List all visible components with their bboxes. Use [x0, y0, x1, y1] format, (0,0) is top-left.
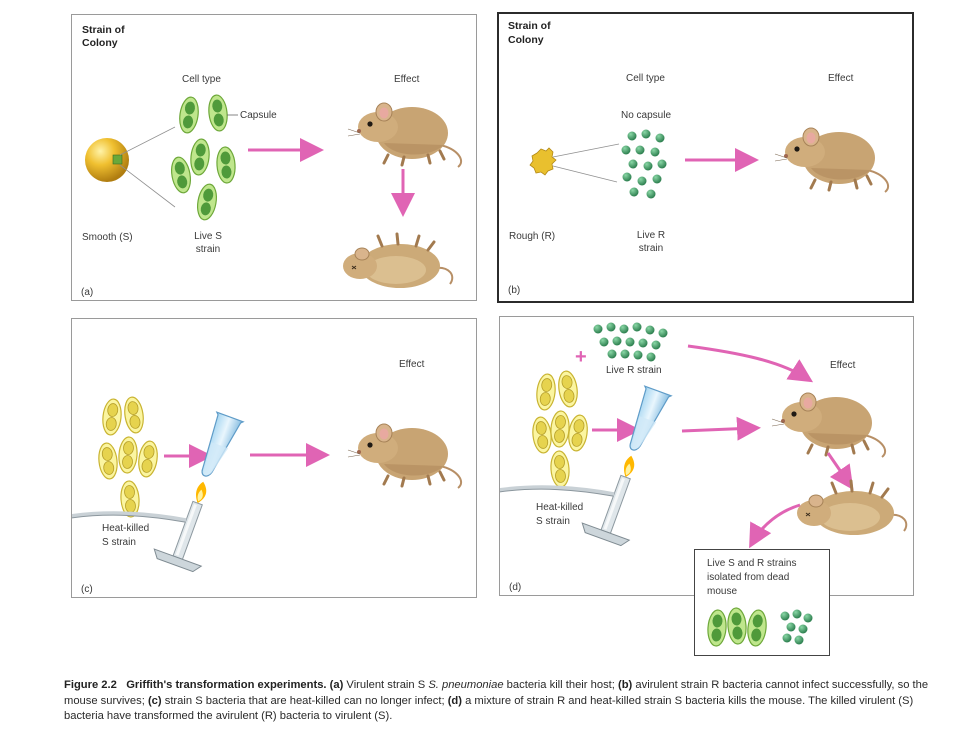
- panel-d-plus: +: [575, 346, 587, 368]
- heat-killed-s-cells-icon: [96, 395, 161, 519]
- panel-a-effect-label: Effect: [394, 74, 420, 85]
- caption-c-label: (c): [147, 694, 162, 707]
- caption-c-text: strain S bacteria that are heat-killed c…: [161, 694, 448, 707]
- panel-b-illustration: [529, 126, 890, 199]
- panel-c-effect-label: Effect: [399, 359, 425, 370]
- panel-b: Strain of Colony Cell type Effect No cap…: [497, 12, 914, 303]
- panel-a-heading-line2: Colony: [82, 37, 118, 49]
- panel-b-capsule-label: No capsule: [621, 110, 672, 121]
- panel-c: Effect Heat-killed S strain (c): [71, 318, 477, 599]
- live-mouse-icon-c: [346, 422, 463, 490]
- panel-a-strain-line1: Live S: [194, 231, 222, 242]
- isolated-r-cells-icon: [780, 609, 813, 645]
- panel-b-letter: (b): [508, 285, 521, 296]
- panel-a-capsule-label: Capsule: [240, 110, 277, 121]
- panel-b-effect-label: Effect: [828, 73, 854, 84]
- panel-b-cell-type-label: Cell type: [626, 73, 665, 84]
- panel-a: Strain of Colony Cell type Effect Capsul…: [71, 14, 477, 301]
- panel-a-heading-line1: Strain of: [82, 24, 125, 36]
- panel-d-live-r-label: Live R strain: [606, 365, 662, 376]
- panel-a-colony-label: Smooth (S): [82, 232, 133, 243]
- caption-a-label: (a): [329, 679, 344, 691]
- panel-d-strain-line2: S strain: [536, 516, 570, 527]
- dead-mouse-icon: [341, 232, 454, 290]
- live-r-cells-icon-d: [593, 322, 668, 362]
- live-mouse-icon: [346, 101, 463, 169]
- caption-a-text-1: Virulent strain S: [343, 679, 429, 691]
- arrow-tube-to-mouse-d: [681, 416, 761, 441]
- panel-d-illustration: [500, 322, 908, 586]
- caption-a-species: S. pneumoniae: [428, 679, 504, 691]
- isolated-line2: isolated from dead: [707, 572, 790, 583]
- caption-a-text-2: bacteria kill their host;: [503, 679, 618, 691]
- panel-d-letter: (d): [509, 582, 522, 593]
- panel-a-strain-line2: strain: [195, 244, 221, 255]
- heat-killed-s-cells-icon-d: [530, 369, 591, 489]
- panel-c-illustration: [72, 350, 463, 599]
- arrow-to-isolation-d: [749, 503, 801, 549]
- panel-d-effect-label: Effect: [830, 360, 856, 371]
- panel-b-strain-line1: Live R: [636, 230, 666, 241]
- panel-a-illustration: [85, 93, 463, 290]
- caption-figure-label: Figure 2.2: [64, 679, 117, 691]
- smooth-colony-icon: [85, 138, 129, 182]
- infected-mouse-icon: [770, 391, 887, 459]
- isolated-line3: mouse: [707, 586, 738, 597]
- rough-colony-icon: [529, 147, 557, 176]
- live-s-cells-icon: [168, 93, 237, 222]
- panel-b-heading-line2: Colony: [508, 34, 544, 46]
- isolated-s-cells-icon: [706, 606, 769, 648]
- panel-c-strain-line1: Heat-killed: [102, 523, 150, 534]
- caption-title: Griffith's transformation experiments.: [126, 679, 327, 691]
- caption-d-label: (d): [447, 694, 462, 707]
- panel-c-letter: (c): [81, 584, 93, 595]
- panel-b-strain-line2: strain: [638, 243, 664, 254]
- panel-a-letter: (a): [81, 287, 94, 298]
- panel-c-strain-line2: S strain: [102, 537, 136, 548]
- caption-b-text: avirulent strain R bacteria cannot infec…: [64, 679, 929, 707]
- figure-caption: Figure 2.2 Griffith's transformation exp…: [64, 678, 934, 725]
- caption-d-text: a mixture of strain R and heat-killed st…: [64, 694, 914, 723]
- isolated-line1: Live S and R strains: [707, 558, 797, 569]
- panel-b-heading-line1: Strain of: [508, 20, 551, 32]
- caption-b-label: (b): [618, 679, 633, 691]
- arrow-r-to-mouse-d: [687, 344, 814, 383]
- live-r-cells-icon: [621, 129, 667, 199]
- panel-b-colony-label: Rough (R): [509, 231, 556, 242]
- isolation-box: Live S and R strains isolated from dead …: [694, 549, 830, 656]
- panel-a-cell-type-label: Cell type: [182, 74, 221, 85]
- test-tube-burner-icon: [72, 350, 255, 599]
- panel-d-strain-line1: Heat-killed: [536, 502, 584, 513]
- dead-mouse-icon-d: [795, 479, 908, 537]
- arrow-down-d: [826, 452, 854, 490]
- surviving-mouse-icon: [773, 126, 890, 194]
